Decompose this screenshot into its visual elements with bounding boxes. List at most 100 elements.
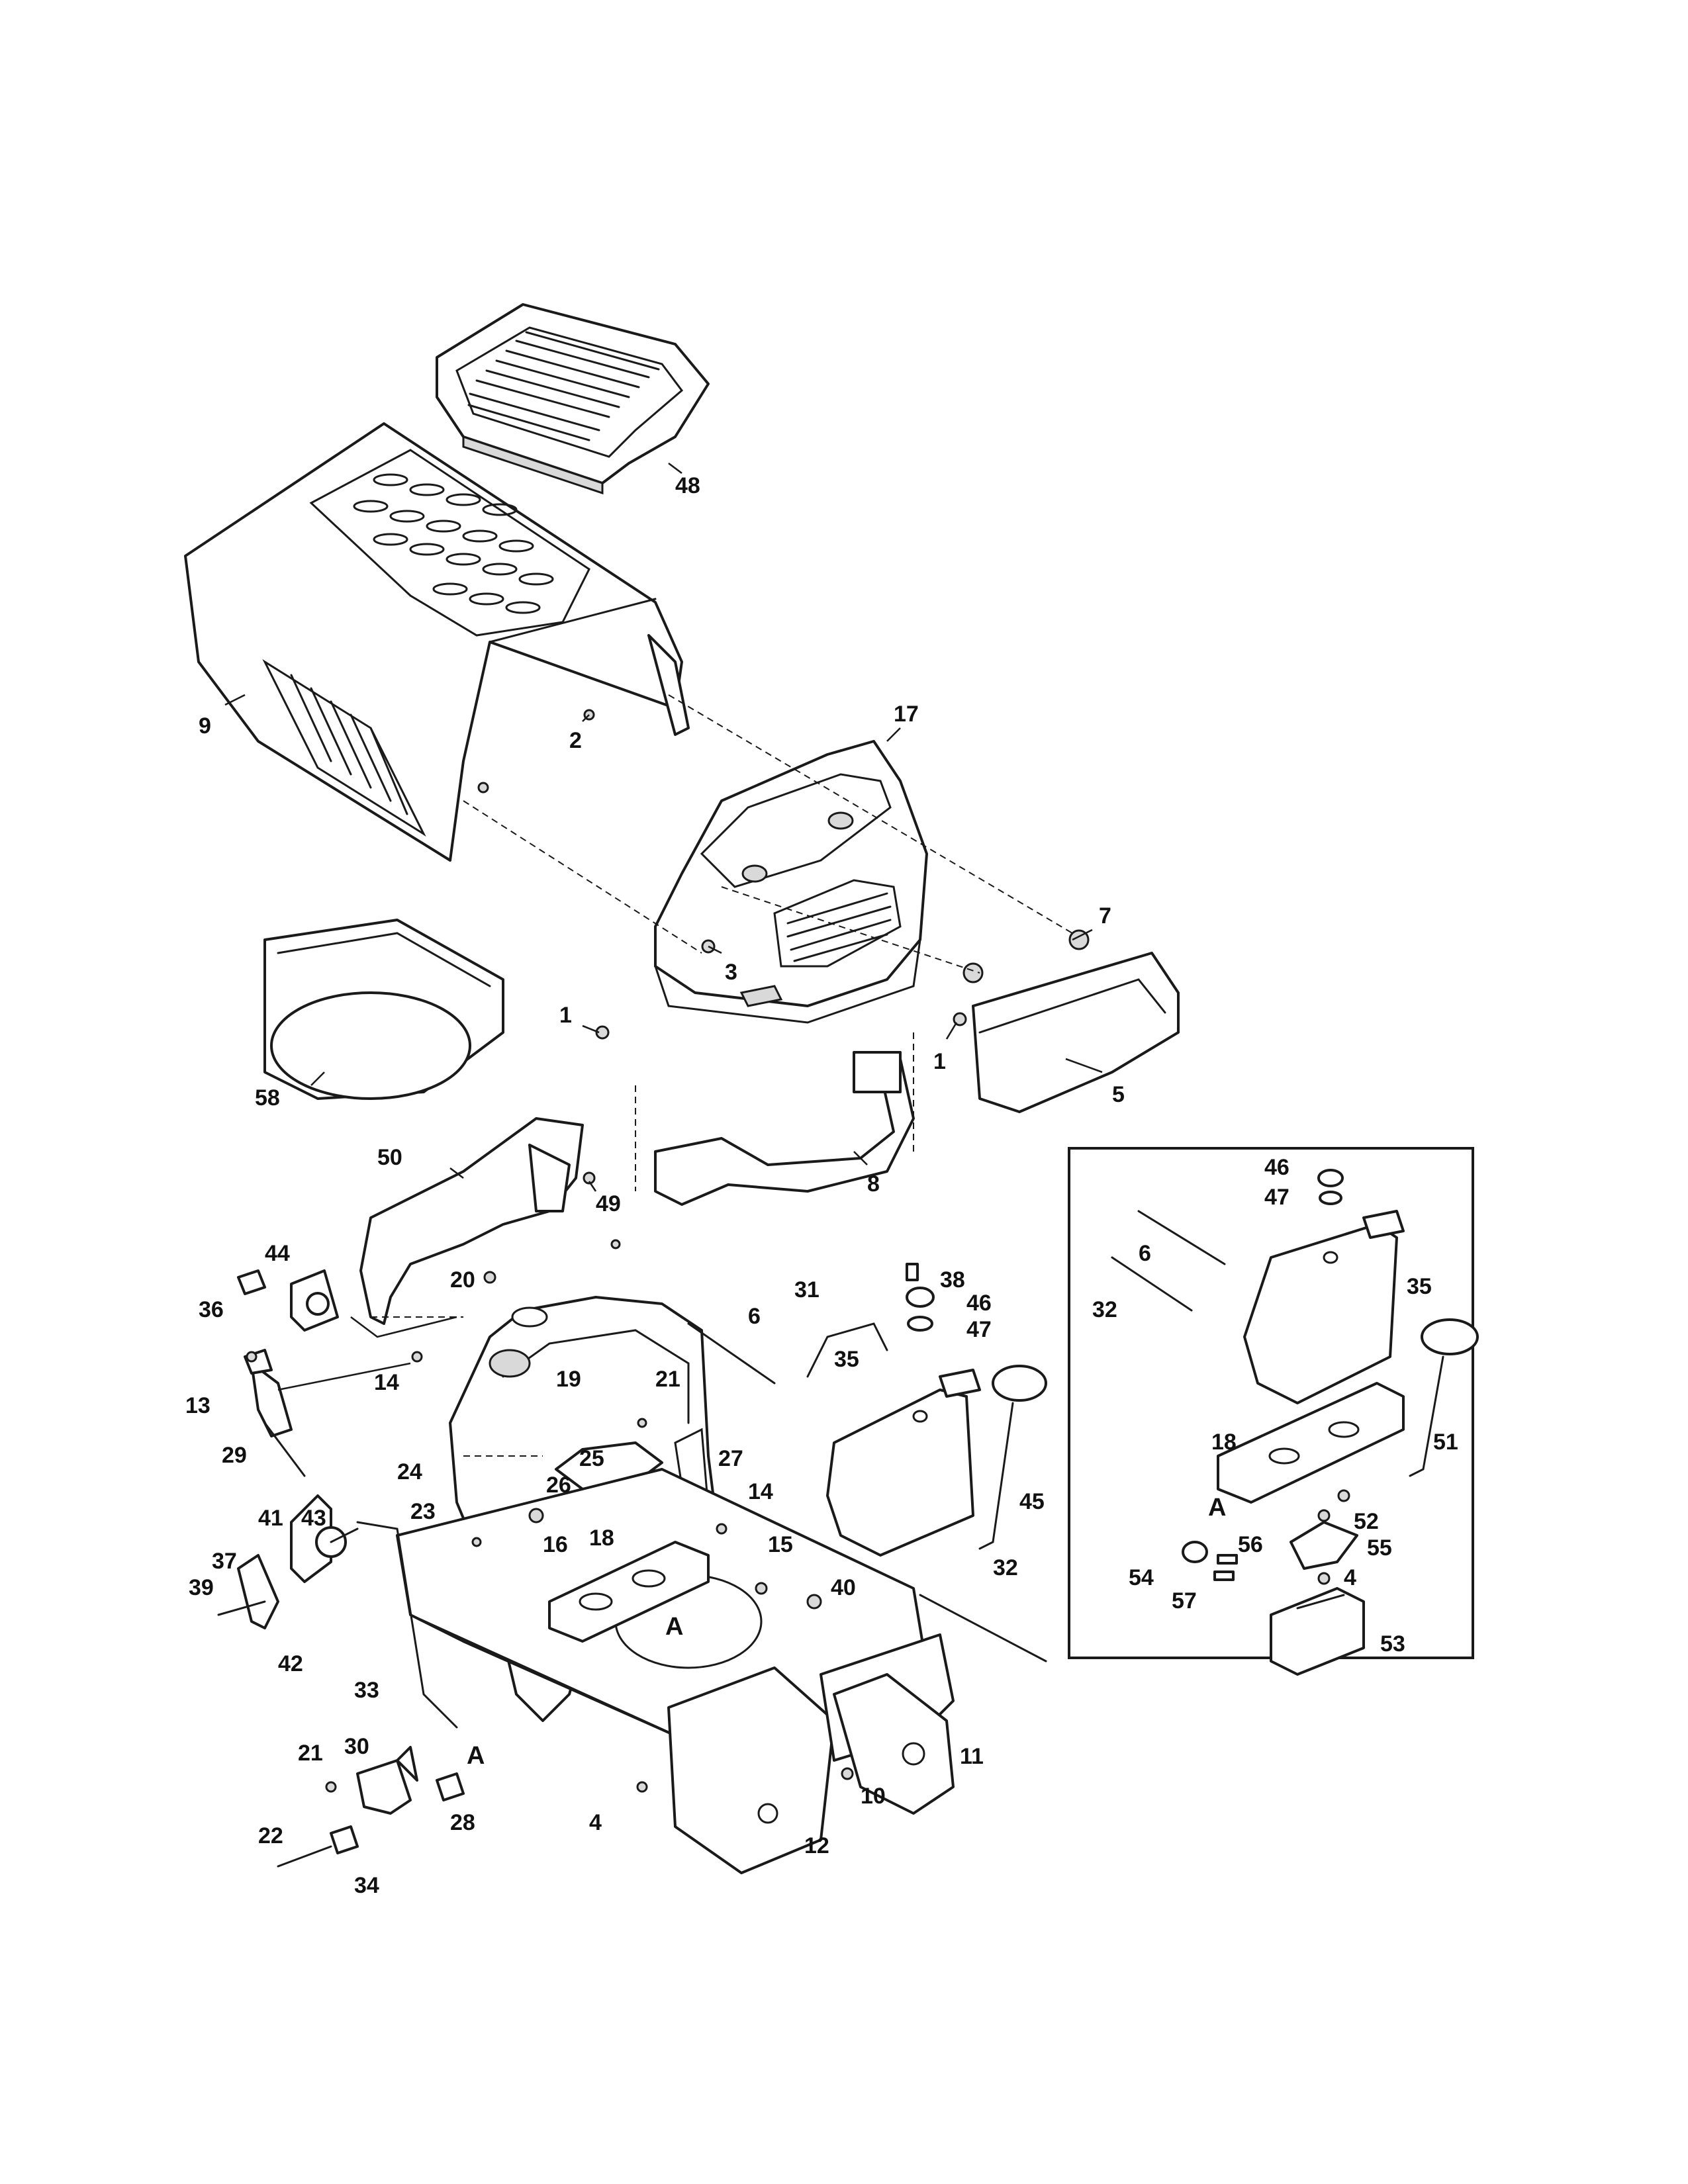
callout-18a: 18 <box>589 1525 614 1551</box>
inset-callout-32: 32 <box>1092 1297 1117 1322</box>
inset-callout-52: 52 <box>1354 1509 1379 1534</box>
callout-3: 3 <box>725 960 737 985</box>
inset-callout-6: 6 <box>1139 1241 1151 1266</box>
callout-5: 5 <box>1112 1082 1125 1107</box>
callout-35: 35 <box>834 1347 859 1372</box>
frame-chassis <box>396 1468 955 1874</box>
inset-part-32-rod <box>1111 1256 1193 1312</box>
callout-38: 38 <box>940 1267 965 1293</box>
inset-callout-57: 57 <box>1172 1588 1197 1614</box>
inset-part-54-bushing <box>1182 1541 1208 1563</box>
callout-14b: 14 <box>748 1479 773 1504</box>
callout-42: 42 <box>278 1651 303 1676</box>
inset-callout-56: 56 <box>1238 1532 1263 1557</box>
part-8-grille-bracket <box>654 1051 915 1206</box>
inset-part-56-57-pins <box>1213 1554 1238 1581</box>
callout-11: 11 <box>960 1744 984 1769</box>
callout-6: 6 <box>748 1304 761 1329</box>
inset-part-53-battery <box>1270 1587 1365 1676</box>
inset-part-55-bracket <box>1289 1521 1358 1570</box>
callout-37: 37 <box>212 1549 237 1574</box>
callout-34: 34 <box>354 1873 379 1898</box>
inset-hardware <box>1337 1489 1350 1502</box>
callout-46: 46 <box>966 1291 992 1316</box>
inset-part-52-nut <box>1317 1509 1331 1522</box>
inset-callout-47: 47 <box>1264 1185 1289 1210</box>
inset-part-35-fuel-tank <box>1243 1210 1405 1404</box>
inset-part-4-bolt <box>1317 1572 1331 1585</box>
inset-battery-tank-variant <box>1068 1147 1479 1676</box>
callout-leaders <box>224 462 1103 1192</box>
callout-49: 49 <box>596 1191 621 1216</box>
part-36-key <box>237 1269 266 1295</box>
callout-39: 39 <box>189 1575 214 1600</box>
part-18-battery-tray <box>548 1541 710 1643</box>
part-35-fuel-tank-main <box>826 1369 981 1557</box>
inset-part-46-47 <box>1317 1169 1344 1205</box>
callout-31: 31 <box>794 1277 820 1302</box>
callout-30: 30 <box>344 1734 369 1759</box>
callout-23: 23 <box>410 1499 436 1524</box>
callout-labels: 48 9 2 17 7 3 1 1 5 58 8 50 49 44 36 20 … <box>185 473 1458 1898</box>
callout-20: 20 <box>450 1267 475 1293</box>
part-44-ignition-switch <box>290 1269 339 1332</box>
ref-a-2: A <box>467 1742 485 1770</box>
part-48-hood-vent <box>436 303 710 495</box>
assembly-lines <box>277 694 1073 1457</box>
inset-callout-35: 35 <box>1407 1274 1432 1299</box>
callout-15: 15 <box>768 1532 793 1557</box>
callout-16: 16 <box>543 1532 568 1557</box>
part-41-42-steering-gear <box>217 1494 359 1629</box>
part-31-fuel-line <box>806 1322 888 1378</box>
callout-4a: 4 <box>589 1810 602 1835</box>
part-5-bumper <box>972 952 1180 1113</box>
part-9-hood <box>184 422 690 862</box>
part-58-lower-dash-panel <box>263 919 504 1100</box>
inset-part-18-tray <box>1217 1382 1405 1504</box>
inset-callout-51: 51 <box>1433 1430 1458 1455</box>
inset-part-6-rod <box>1137 1210 1226 1265</box>
callout-33: 33 <box>354 1678 379 1703</box>
callout-22: 22 <box>258 1823 283 1848</box>
callout-13: 13 <box>185 1393 211 1418</box>
callout-21a: 21 <box>655 1367 680 1392</box>
callout-41: 41 <box>258 1506 283 1531</box>
part-32-rod-main <box>919 1594 1047 1662</box>
callout-21b: 21 <box>298 1741 323 1766</box>
callout-48: 48 <box>675 473 700 498</box>
callout-14a: 14 <box>374 1370 399 1395</box>
callout-2: 2 <box>569 728 582 753</box>
callout-40: 40 <box>831 1575 856 1600</box>
inset-callout-4: 4 <box>1344 1565 1356 1590</box>
inset-ref-a: A <box>1208 1494 1226 1522</box>
part-30-bracket <box>356 1746 418 1815</box>
callout-25: 25 <box>579 1446 604 1471</box>
callout-7: 7 <box>1099 903 1111 929</box>
part-29-throttle-control <box>244 1349 306 1477</box>
callout-29: 29 <box>222 1443 247 1468</box>
inset-callout-55: 55 <box>1367 1535 1392 1561</box>
inset-callout-18: 18 <box>1211 1430 1237 1455</box>
callout-24: 24 <box>397 1459 422 1484</box>
inset-callout-46: 46 <box>1264 1155 1289 1180</box>
callout-44: 44 <box>265 1241 290 1266</box>
part-34-plate <box>330 1825 359 1854</box>
callout-36: 36 <box>199 1297 224 1322</box>
callout-50: 50 <box>377 1145 402 1170</box>
callout-8: 8 <box>867 1171 880 1197</box>
callout-58: 58 <box>255 1085 280 1111</box>
part-22-bolt <box>277 1845 332 1868</box>
callout-10: 10 <box>861 1784 886 1809</box>
callout-45: 45 <box>1019 1489 1045 1514</box>
callout-43: 43 <box>301 1506 326 1531</box>
part-38-46-47-fuel-fittings <box>906 1263 935 1332</box>
callout-17: 17 <box>894 702 919 727</box>
inset-part-51-cap-gauge <box>1409 1318 1479 1477</box>
callout-27: 27 <box>718 1446 743 1471</box>
part-33-drag-link <box>356 1521 458 1729</box>
hardware-fasteners <box>246 709 1090 1793</box>
inset-callout-54: 54 <box>1129 1565 1154 1590</box>
callout-9: 9 <box>199 713 211 739</box>
